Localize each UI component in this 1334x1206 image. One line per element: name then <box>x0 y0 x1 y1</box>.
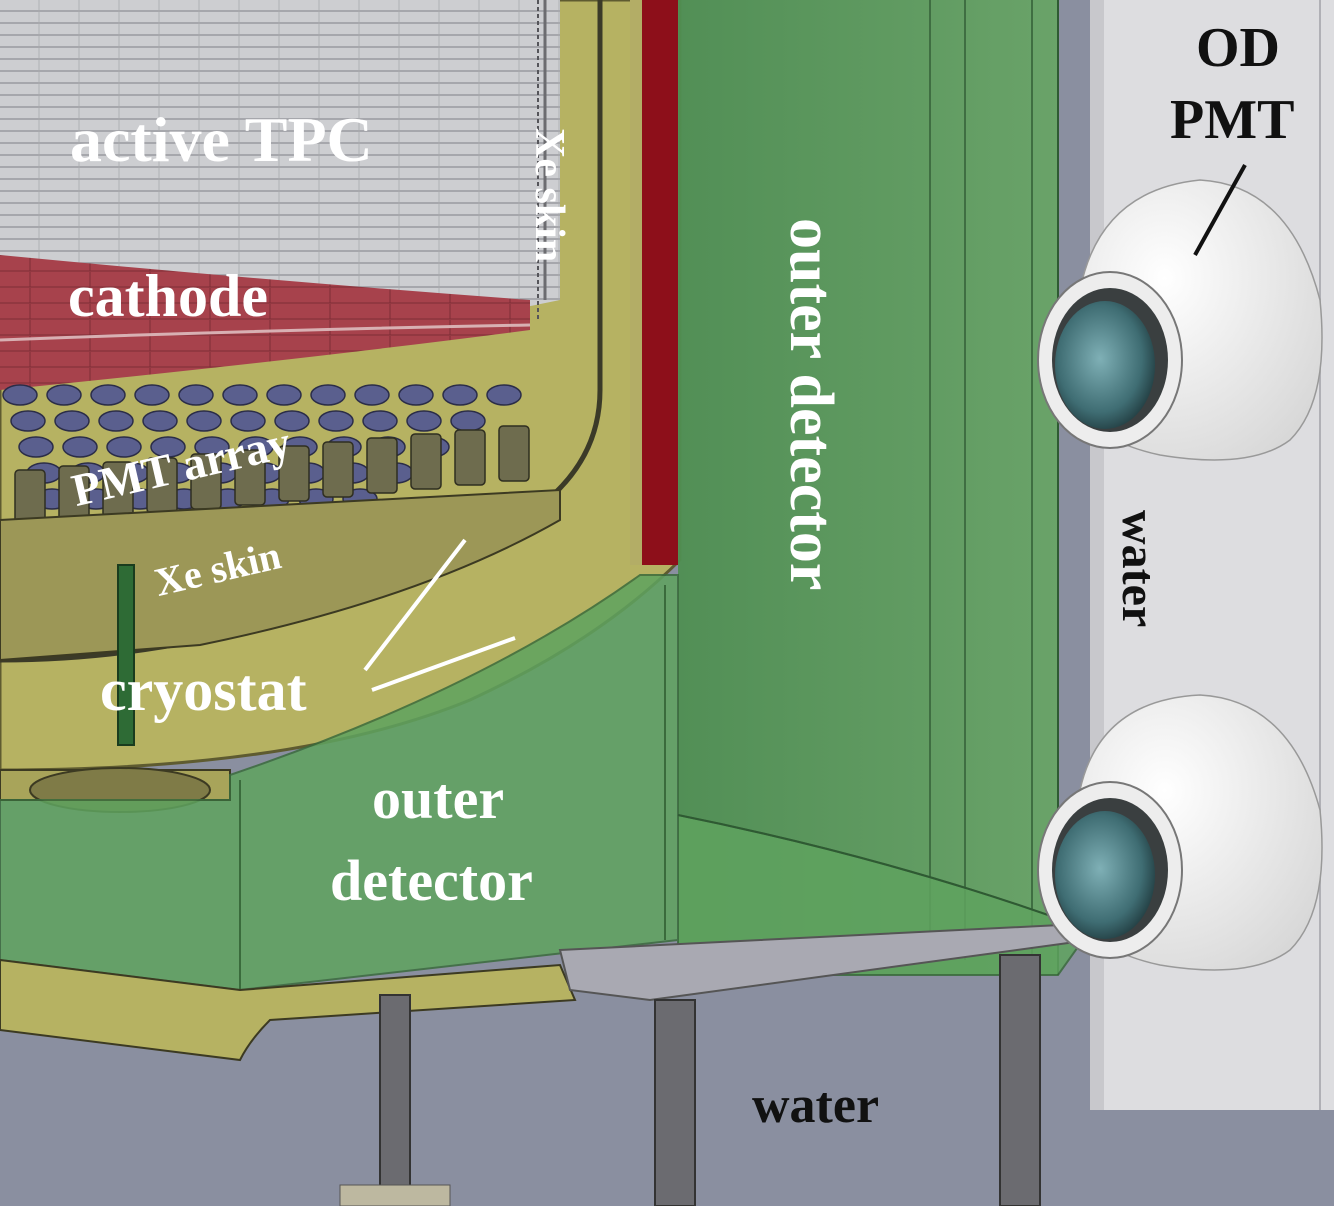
support-leg <box>379 994 411 1206</box>
support-rod <box>117 564 135 746</box>
pmt-body <box>498 425 530 482</box>
pmt-body <box>454 429 486 486</box>
support-leg <box>654 999 696 1206</box>
pmt-face <box>310 384 346 406</box>
pmt-face <box>134 384 170 406</box>
pmt-face <box>106 436 142 458</box>
pmt-face <box>150 436 186 458</box>
label-outer-detector-vertical: outer detector <box>777 218 845 591</box>
pmt-body <box>322 441 354 498</box>
label-active-tpc: active TPC <box>70 104 373 175</box>
pmt-body <box>410 433 442 490</box>
label-water-vertical: water <box>1112 510 1165 628</box>
label-cathode: cathode <box>68 263 268 329</box>
pmt-array <box>2 384 530 526</box>
outer-detector-vertical-tank <box>678 0 1058 975</box>
pmt-face <box>178 384 214 406</box>
pmt-face <box>266 384 302 406</box>
pmt-face <box>450 410 486 432</box>
pmt-face <box>442 384 478 406</box>
cryostat-bottom-plate <box>0 488 561 662</box>
od-pmt-leader-line <box>1193 164 1247 256</box>
label-outer-detector-lower-1: outer <box>372 766 505 831</box>
pmt-face <box>486 384 522 406</box>
pmt-face <box>46 384 82 406</box>
pmt-body <box>14 469 46 526</box>
pmt-face <box>274 410 310 432</box>
label-outer-detector-lower-2: detector <box>330 848 533 913</box>
pmt-face <box>2 384 38 406</box>
pmt-face <box>186 410 222 432</box>
red-shield-strip <box>642 0 678 565</box>
od-pmt-lower <box>1037 694 1323 971</box>
pmt-face <box>98 410 134 432</box>
pmt-face <box>54 410 90 432</box>
pmt-body <box>278 445 310 502</box>
label-xe-skin-side: Xe skin <box>526 128 572 263</box>
cryostat-leader-line <box>363 538 467 672</box>
support-leg <box>999 954 1041 1206</box>
cryostat-leader-line <box>371 636 516 692</box>
label-od-pmt-line2: PMT <box>1170 89 1295 151</box>
pmt-face <box>398 384 434 406</box>
label-od-pmt-line1: OD <box>1196 17 1280 79</box>
pmt-face <box>362 410 398 432</box>
pmt-face <box>222 384 258 406</box>
pmt-face <box>10 410 46 432</box>
pmt-face <box>18 436 54 458</box>
pmt-face <box>406 410 442 432</box>
pmt-face <box>230 410 266 432</box>
pmt-body <box>366 437 398 494</box>
label-water-bottom: water <box>752 1077 880 1134</box>
pmt-face <box>62 436 98 458</box>
pmt-face <box>142 410 178 432</box>
pmt-face <box>354 384 390 406</box>
tpc-field-cage <box>0 0 560 330</box>
pmt-face <box>90 384 126 406</box>
cathode-ring <box>0 255 530 390</box>
od-pmt-upper <box>1037 179 1323 461</box>
pmt-body <box>234 449 266 506</box>
pmt-face <box>318 410 354 432</box>
label-cryostat: cryostat <box>100 657 307 723</box>
